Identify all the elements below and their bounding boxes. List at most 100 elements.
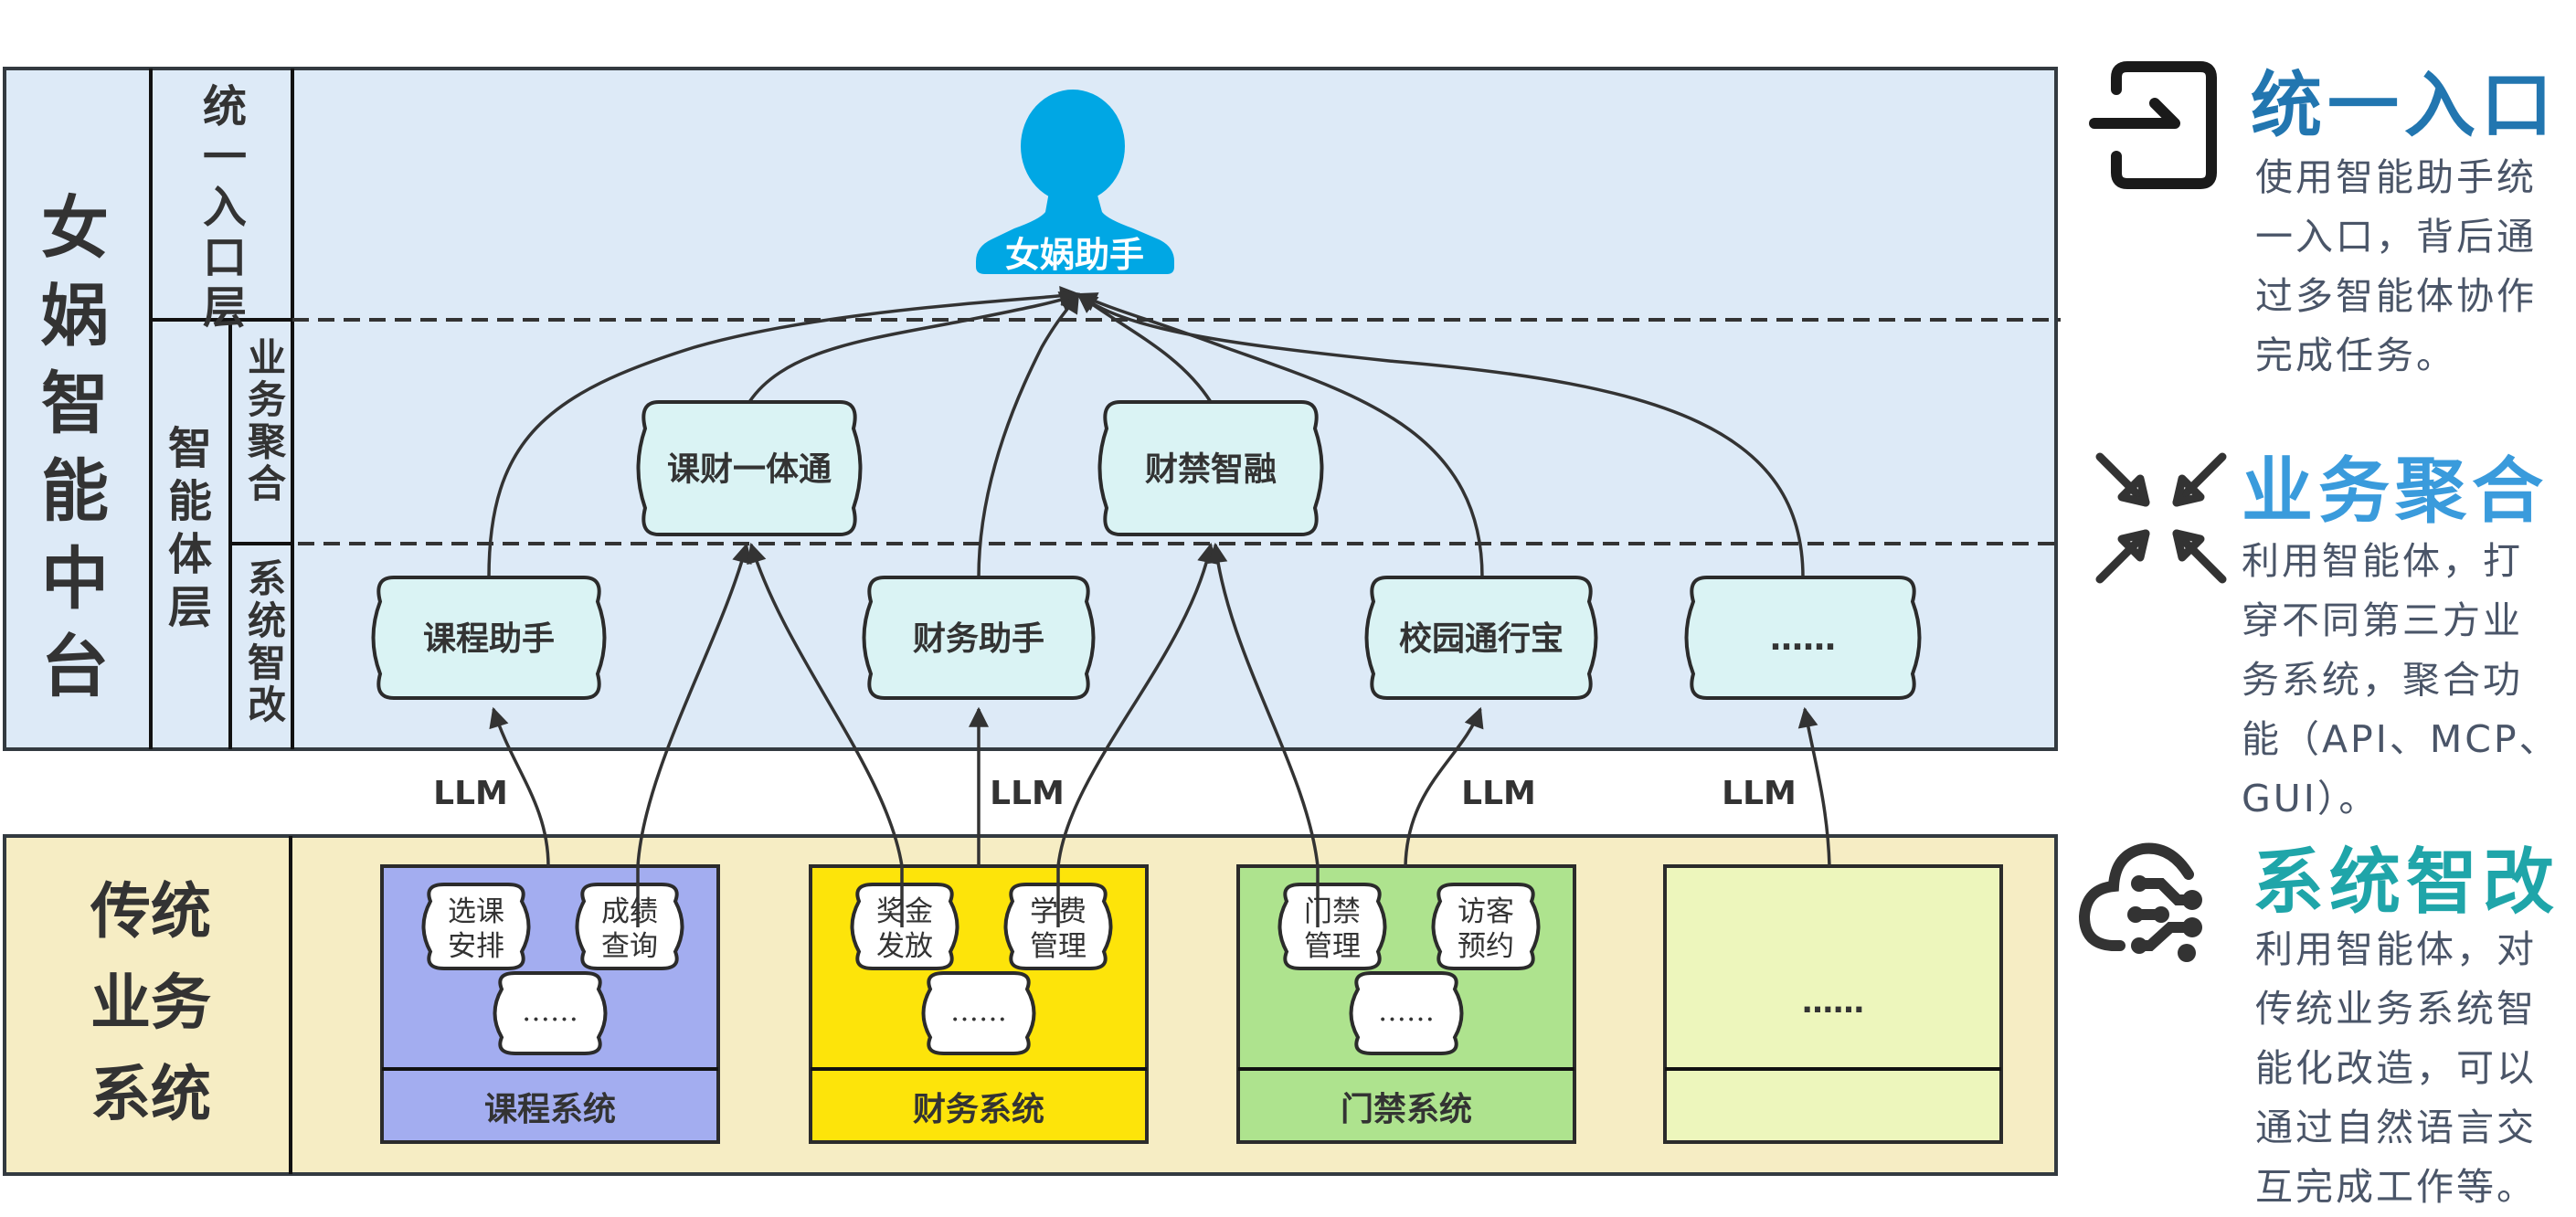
aggregate-agent-shape — [1097, 400, 1324, 536]
edge-to-assistant — [487, 286, 1081, 578]
aggregation-layer-label-char: 合 — [248, 461, 286, 506]
assistant-avatar[interactable]: 女娲助手 — [976, 90, 1174, 275]
person-avatar-icon — [976, 90, 1174, 274]
connection-edges — [487, 286, 1805, 578]
login-entry-icon — [2089, 61, 2217, 189]
legacy-system[interactable]: 课程系统选课安排成绩查询…… — [380, 864, 720, 1144]
aggregation-layer-label-char: 务 — [248, 377, 286, 422]
function-shape — [493, 971, 608, 1055]
entry-layer-label-char: 一 — [203, 132, 247, 183]
legacy-title-line: 系统 — [90, 1059, 211, 1129]
feature-title: 系统智改 — [2253, 841, 2560, 924]
edge-to-assistant — [1076, 292, 1484, 578]
platform-title-char: 台 — [41, 628, 109, 706]
architecture-diagram: 女娲智能中台统一入口层智能体层业务聚合系统智改 女娲助手 课财一体通财禁智融课程… — [3, 67, 2061, 1176]
legacy-system[interactable]: …… — [1663, 864, 2003, 1144]
cloud-circuit-icon — [2079, 842, 2202, 962]
agent-shape — [371, 576, 607, 700]
function-label: 管理 — [1304, 930, 1361, 963]
entry-layer-label-char: 入 — [203, 182, 247, 233]
system-upgrade-layer-label-char: 改 — [248, 683, 286, 727]
aggregation-layer-label: 业务聚合 — [247, 335, 287, 506]
function-shape — [1431, 883, 1541, 970]
aggregate-agent-node[interactable]: 财禁智融 — [1097, 400, 1324, 536]
assistant-label: 女娲助手 — [1005, 235, 1144, 275]
legacy-title-line: 传统 — [90, 876, 211, 947]
edge-grade-to-kecai — [636, 542, 752, 927]
edge-course-to-agent — [489, 706, 550, 867]
llm-label: LLM — [433, 775, 508, 812]
legacy-title-line: 业务 — [90, 968, 211, 1038]
function-label: …… — [522, 995, 578, 1028]
function-label: 访客 — [1458, 895, 1514, 928]
edge-access-to-caijin — [1207, 542, 1320, 927]
function-shape — [575, 883, 684, 970]
aggregation-layer-label-char: 聚 — [247, 419, 287, 464]
agent-label: 校园通行宝 — [1399, 620, 1564, 658]
system-name: 财务系统 — [913, 1091, 1044, 1128]
system-upgrade-layer-label-char: 系 — [248, 556, 286, 601]
platform-title-char: 智 — [41, 365, 109, 443]
agent-label: …… — [1770, 620, 1836, 658]
feature-aggregation: 业务聚合 利用智能体，打 穿不同第三方业 务系统，聚合功 能（API、MCP、 … — [2074, 429, 2576, 820]
aggregate-agent-node[interactable]: 课财一体通 — [636, 400, 863, 536]
function-label: 查询 — [601, 930, 658, 963]
agent-label: 财务助手 — [913, 620, 1044, 658]
system-upgrade-layer-label: 系统智改 — [248, 556, 286, 727]
entry-layer-label-char: 统 — [203, 81, 247, 132]
agent-node[interactable]: 财务助手 — [862, 576, 1096, 700]
system-placeholder: …… — [1802, 984, 1864, 1021]
entry-layer-label-char: 层 — [203, 282, 247, 333]
feature-description: 利用智能体，对 传统业务系统智 能化改造，可以 通过自然语言交 互完成工作等。 — [2255, 927, 2537, 1209]
aggregation-layer-label-char: 业 — [248, 335, 286, 380]
agent-layer-label-char: 体 — [168, 529, 212, 580]
legacy-system[interactable]: 门禁系统门禁管理访客预约…… — [1236, 864, 1576, 1144]
function-label: 管理 — [1030, 930, 1087, 963]
function-shape — [1349, 971, 1464, 1055]
system-function[interactable]: …… — [493, 971, 608, 1055]
aggregate-agent-shape — [636, 400, 863, 536]
agent-layer-label-char: 智 — [168, 423, 212, 474]
edge-to-assistant — [1076, 292, 1805, 578]
feature-description: 利用智能体，打 穿不同第三方业 务系统，聚合功 能（API、MCP、 GUI）。 — [2242, 539, 2560, 820]
system-function[interactable]: …… — [1349, 971, 1464, 1055]
function-label: …… — [950, 995, 1007, 1028]
function-label: …… — [1378, 995, 1435, 1028]
platform-title-char: 女 — [41, 189, 109, 268]
system-upgrade-layer-label-char: 统 — [248, 598, 286, 643]
function-shape — [421, 883, 531, 970]
edge-bonus-to-kecai — [747, 542, 904, 927]
function-label: 奖金 — [876, 895, 933, 928]
platform-title-char: 能 — [41, 452, 109, 531]
agent-layer-label-char: 层 — [168, 582, 212, 633]
edge-to-assistant — [977, 292, 1080, 578]
agent-node[interactable]: 课程助手 — [371, 576, 607, 700]
edge-tuition-to-caijin — [1056, 542, 1217, 927]
agent-node[interactable]: …… — [1684, 576, 1922, 700]
agent-shape — [1684, 576, 1922, 700]
feature-entry: 统一入口 使用智能助手统 一入口，背后通 过多智能体协作 完成任务。 — [2074, 50, 2576, 388]
system-upgrade-layer-label-char: 智 — [248, 640, 286, 685]
edge-to-assistant — [747, 291, 1081, 403]
function-shape — [850, 883, 959, 970]
function-label: 门禁 — [1304, 895, 1361, 928]
function-label: 安排 — [448, 930, 504, 963]
agent-layer-label-char: 能 — [168, 476, 212, 527]
feature-system-upgrade: 系统智改 利用智能体，对 传统业务系统智 能化改造，可以 通过自然语言交 互完成… — [2074, 818, 2576, 1209]
function-label: 成绩 — [601, 895, 658, 928]
feature-description: 使用智能助手统 一入口，背后通 过多智能体协作 完成任务。 — [2255, 155, 2537, 377]
feature-title: 统一入口 — [2251, 65, 2559, 147]
system-function[interactable]: …… — [921, 971, 1036, 1055]
agent-node[interactable]: 校园通行宝 — [1364, 576, 1598, 700]
function-shape — [921, 971, 1036, 1055]
system-name: 门禁系统 — [1341, 1091, 1472, 1128]
